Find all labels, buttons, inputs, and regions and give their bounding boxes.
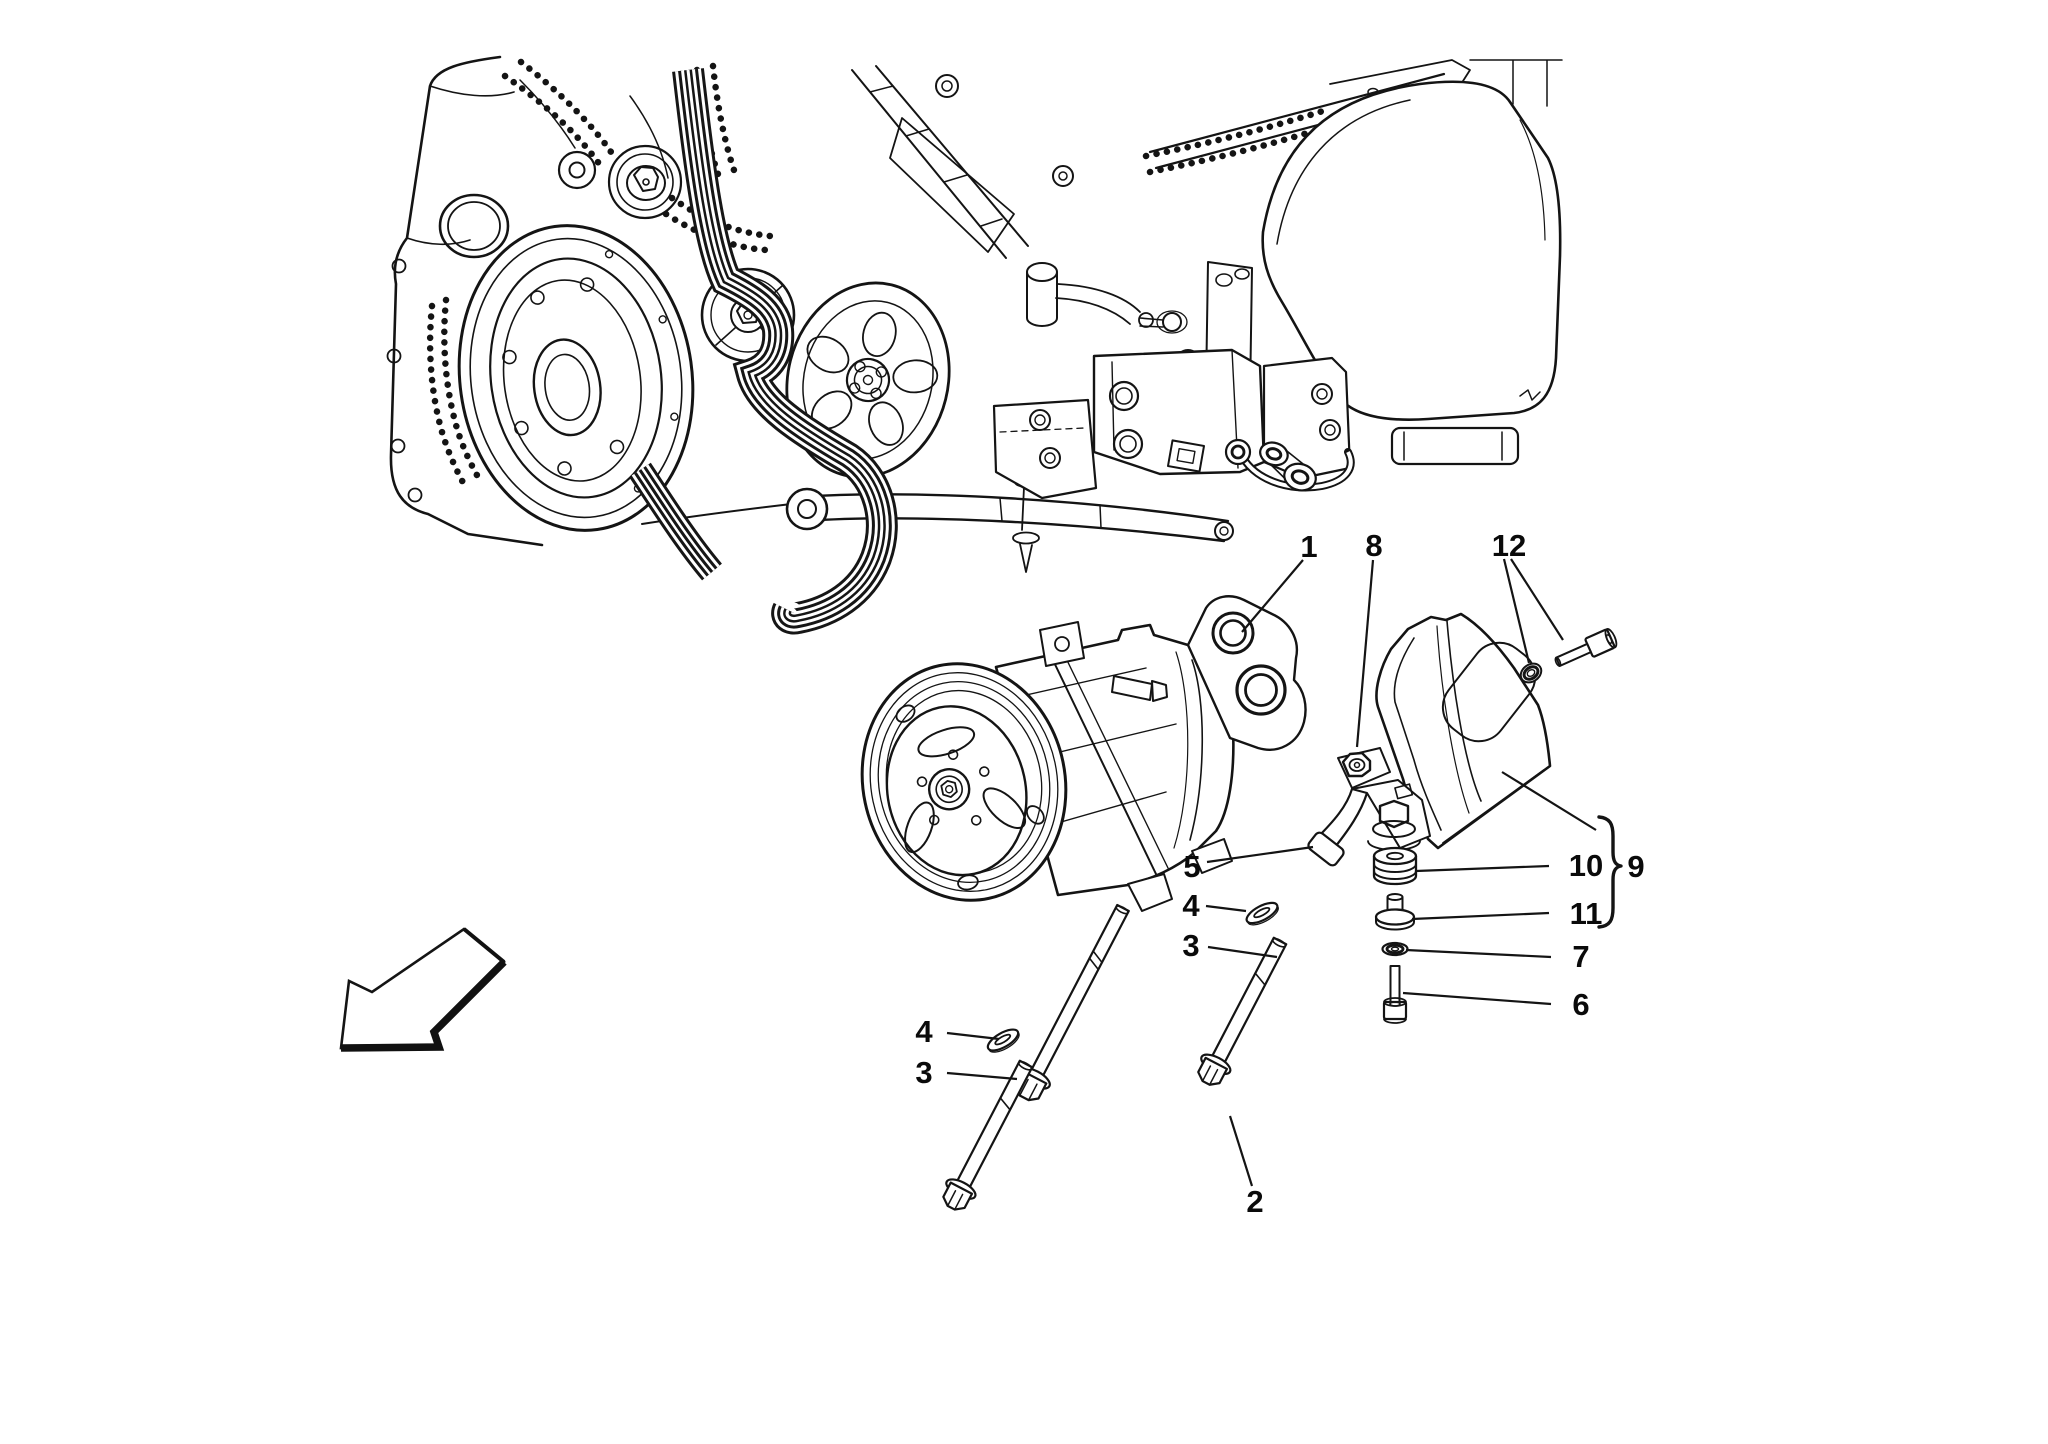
callout-label-7: 7 bbox=[1572, 939, 1589, 974]
bolt-part12 bbox=[1554, 628, 1618, 667]
heat-shield-illustration bbox=[1375, 612, 1552, 850]
callout-label-4-right: 4 bbox=[1182, 888, 1200, 923]
engine-mount-bracket bbox=[1092, 261, 1355, 492]
ac-compressor-illustration bbox=[860, 595, 1307, 912]
callout-label-5: 5 bbox=[1183, 849, 1200, 884]
leader-line-12a bbox=[1502, 558, 1531, 664]
callout-labels: 1 8 12 5 4 3 10 9 11 7 6 4 3 2 bbox=[915, 528, 1644, 1219]
washer-part4-left bbox=[986, 1028, 1020, 1053]
lower-arm bbox=[641, 398, 1234, 543]
callout-label-1: 1 bbox=[1300, 529, 1317, 564]
leader-line-12b bbox=[1510, 558, 1564, 641]
leader-line-10 bbox=[1415, 864, 1550, 873]
callout-label-2: 2 bbox=[1246, 1184, 1263, 1219]
brace-group-9 bbox=[1597, 815, 1623, 929]
leader-line-1 bbox=[1241, 559, 1304, 633]
leader-line-3-right bbox=[1207, 945, 1278, 959]
nut-part8 bbox=[1341, 751, 1372, 778]
washer-part7 bbox=[1381, 941, 1409, 957]
callout-label-3-right: 3 bbox=[1182, 928, 1199, 963]
callout-label-12: 12 bbox=[1492, 528, 1526, 563]
leader-line-6 bbox=[1402, 991, 1552, 1006]
leader-line-9 bbox=[1501, 771, 1597, 831]
leader-line-2 bbox=[1228, 1115, 1254, 1187]
suction-port-ring bbox=[1211, 611, 1255, 655]
grommet-part10 bbox=[1372, 846, 1418, 886]
washer-part4-right bbox=[1245, 901, 1279, 926]
leader-line-3-left bbox=[946, 1071, 1018, 1081]
leader-lines bbox=[946, 558, 1597, 1187]
engine-assembly-illustration bbox=[386, 55, 1563, 635]
flywheel bbox=[457, 224, 695, 532]
callout-label-6: 6 bbox=[1572, 987, 1589, 1022]
timing-chain-sprockets bbox=[501, 58, 1334, 254]
callout-label-3-left: 3 bbox=[915, 1055, 932, 1090]
leader-line-4-right bbox=[1205, 904, 1247, 913]
leader-line-4-left bbox=[946, 1031, 1000, 1041]
cam-cover-structure bbox=[851, 65, 1154, 328]
bushing-part11 bbox=[1374, 893, 1416, 931]
compressor-pulley bbox=[860, 662, 1068, 902]
washer-part12 bbox=[1519, 662, 1543, 684]
serpentine-belt bbox=[629, 68, 898, 635]
bolt-part3-left bbox=[942, 1059, 1034, 1211]
callout-label-11: 11 bbox=[1570, 896, 1603, 931]
direction-arrow bbox=[339, 927, 507, 1052]
support-bracket-part5 bbox=[1307, 747, 1431, 867]
callout-label-10: 10 bbox=[1569, 848, 1603, 883]
leader-line-11 bbox=[1411, 911, 1550, 921]
leader-line-5 bbox=[1206, 845, 1314, 864]
bolt-part3-right bbox=[1197, 936, 1288, 1086]
leader-line-7 bbox=[1405, 948, 1552, 959]
callout-label-8: 8 bbox=[1365, 528, 1382, 563]
leader-line-8 bbox=[1355, 559, 1375, 748]
discharge-port-ring bbox=[1235, 664, 1287, 716]
gearbox-housing bbox=[1148, 59, 1563, 466]
mount-bushings bbox=[1259, 441, 1317, 492]
callout-label-4-left: 4 bbox=[915, 1014, 933, 1049]
callout-label-9: 9 bbox=[1627, 849, 1644, 884]
stud-nut bbox=[1367, 799, 1421, 851]
bolt-part6 bbox=[1382, 965, 1408, 1024]
